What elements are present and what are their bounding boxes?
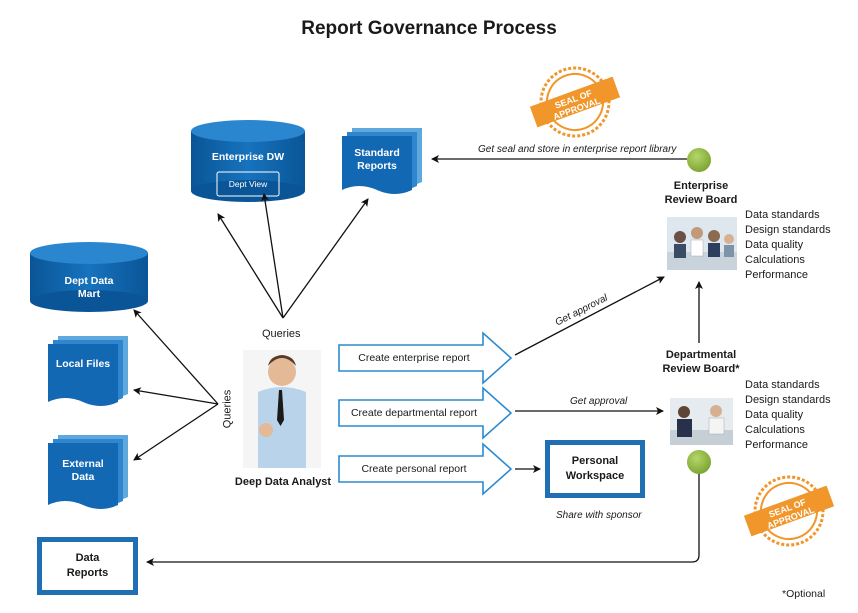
share-with-sponsor-label: Share with sponsor: [556, 510, 642, 521]
data-reports-box: Data Reports: [37, 537, 138, 595]
query-arrows-left: [133, 309, 219, 461]
seal-icon: [529, 66, 621, 138]
criteria-item: Design standards: [745, 394, 831, 406]
dept-data-mart-cylinder: [30, 242, 148, 312]
criteria-item: Data quality: [745, 409, 804, 421]
enterprise-dw-label: Enterprise DW: [211, 151, 285, 163]
departmental-board-photo: [670, 398, 733, 445]
external-data-stack: [48, 435, 128, 509]
criteria-item: Data standards: [745, 209, 820, 221]
analyst-label: Deep Data Analyst: [234, 476, 332, 488]
get-approval-departmental-label: Get approval: [570, 396, 628, 407]
queries-top-label: Queries: [262, 328, 301, 340]
data-reports-line1: Data: [75, 552, 100, 564]
data-reports-line2: Reports: [66, 567, 109, 579]
analyst-photo: [243, 350, 321, 468]
dept-view-label: Dept View: [228, 179, 268, 189]
seal-icon-bottom: [743, 475, 835, 547]
footnote: *Optional: [782, 588, 826, 600]
create-enterprise-label: Create enterprise report: [358, 352, 470, 364]
departmental-approval-node: [687, 450, 711, 474]
standard-reports-label: Standard Reports: [354, 147, 400, 172]
enterprise-board-title-line2: Review Board: [664, 194, 738, 206]
departmental-board-title-line1: Departmental: [665, 349, 737, 361]
enterprise-approval-node: [687, 148, 711, 172]
enterprise-dw-cylinder: [191, 120, 305, 202]
criteria-item: Calculations: [745, 424, 805, 436]
criteria-item: Data quality: [745, 239, 804, 251]
create-enterprise-arrow: [338, 331, 513, 385]
dept-data-mart-label: Dept Data Mart: [64, 275, 114, 300]
enterprise-board-photo: [667, 217, 737, 270]
query-arrows-top: [217, 193, 369, 319]
get-seal-label: Get seal and store in enterprise report …: [478, 144, 677, 155]
flow-arrows: [146, 155, 703, 566]
departmental-board-title-line2: Review Board*: [662, 363, 740, 375]
create-departmental-label: Create departmental report: [350, 407, 478, 419]
criteria-item: Design standards: [745, 224, 831, 236]
departmental-board-title: Departmental Review Board*: [648, 348, 754, 376]
personal-workspace-box: Personal Workspace: [545, 440, 645, 498]
create-personal-label: Create personal report: [361, 463, 467, 475]
local-files-stack: [48, 336, 128, 406]
criteria-item: Performance: [745, 269, 808, 281]
enterprise-board-criteria: Data standards Design standards Data qua…: [745, 208, 831, 283]
external-data-label: External Data: [62, 458, 104, 483]
personal-workspace-line1: Personal: [571, 455, 619, 467]
criteria-item: Data standards: [745, 379, 820, 391]
create-departmental-arrow: [338, 386, 513, 440]
personal-workspace-line2: Workspace: [565, 470, 625, 482]
criteria-item: Performance: [745, 439, 808, 451]
standard-reports-stack: [342, 128, 422, 194]
queries-left-label: Queries: [221, 389, 234, 429]
page-title: Report Governance Process: [301, 18, 557, 39]
criteria-item: Calculations: [745, 254, 805, 266]
enterprise-board-title: Enterprise Review Board: [651, 179, 751, 207]
local-files-label: Local Files: [55, 358, 111, 370]
departmental-board-criteria: Data standards Design standards Data qua…: [745, 378, 831, 453]
enterprise-board-title-line1: Enterprise: [673, 180, 729, 192]
create-personal-arrow: [338, 442, 513, 496]
